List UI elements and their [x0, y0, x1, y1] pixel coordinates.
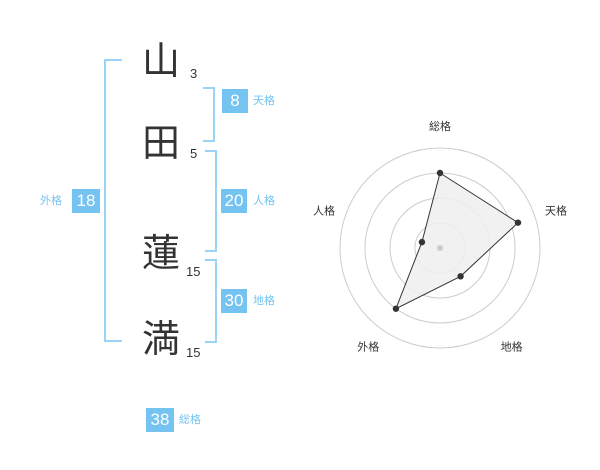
radar-point-0 — [436, 169, 444, 177]
name-char-1: 山 — [142, 39, 181, 83]
radar-points — [392, 169, 522, 312]
stroke-count-2: 5 — [190, 146, 198, 161]
gaikaku-value: 18 — [72, 189, 100, 213]
name-char-2: 田 — [142, 121, 181, 165]
name-char-3: 蓮 — [142, 231, 181, 275]
radar-point-3 — [392, 305, 400, 312]
radar-ring-4 — [339, 147, 541, 349]
radar-axis-label-2: 地格 — [501, 340, 523, 354]
radar-axis-label-3: 外格 — [357, 340, 379, 354]
jinkaku-bracket — [205, 150, 217, 252]
tenkaku-bracket — [203, 87, 215, 142]
chikaku-label: 地格 — [253, 294, 275, 307]
name-char-4: 満 — [142, 317, 181, 361]
stroke-count-1: 3 — [190, 66, 198, 81]
radar-point-4 — [418, 238, 426, 246]
soukaku-label: 総格 — [179, 413, 201, 426]
radar-axis-label-0: 総格 — [429, 119, 451, 133]
radar-center — [437, 245, 443, 251]
jinkaku-label: 人格 — [253, 194, 275, 207]
gaikaku-bracket — [104, 59, 122, 342]
soukaku-value: 38 — [146, 408, 174, 432]
stroke-count-4: 15 — [186, 345, 201, 360]
radar-point-1 — [514, 219, 522, 226]
radar-axis-label-1: 天格 — [545, 203, 567, 217]
jinkaku-value: 20 — [221, 189, 247, 213]
radar-axis-label-4: 人格 — [313, 203, 335, 217]
radar-area — [394, 172, 519, 310]
tenkaku-value: 8 — [222, 89, 248, 113]
chikaku-bracket — [205, 259, 217, 343]
gaikaku-label: 外格 — [40, 194, 62, 207]
radar-point-2 — [457, 273, 464, 280]
tenkaku-label: 天格 — [253, 94, 275, 107]
chikaku-value: 30 — [221, 289, 247, 313]
stroke-count-3: 15 — [186, 264, 201, 279]
